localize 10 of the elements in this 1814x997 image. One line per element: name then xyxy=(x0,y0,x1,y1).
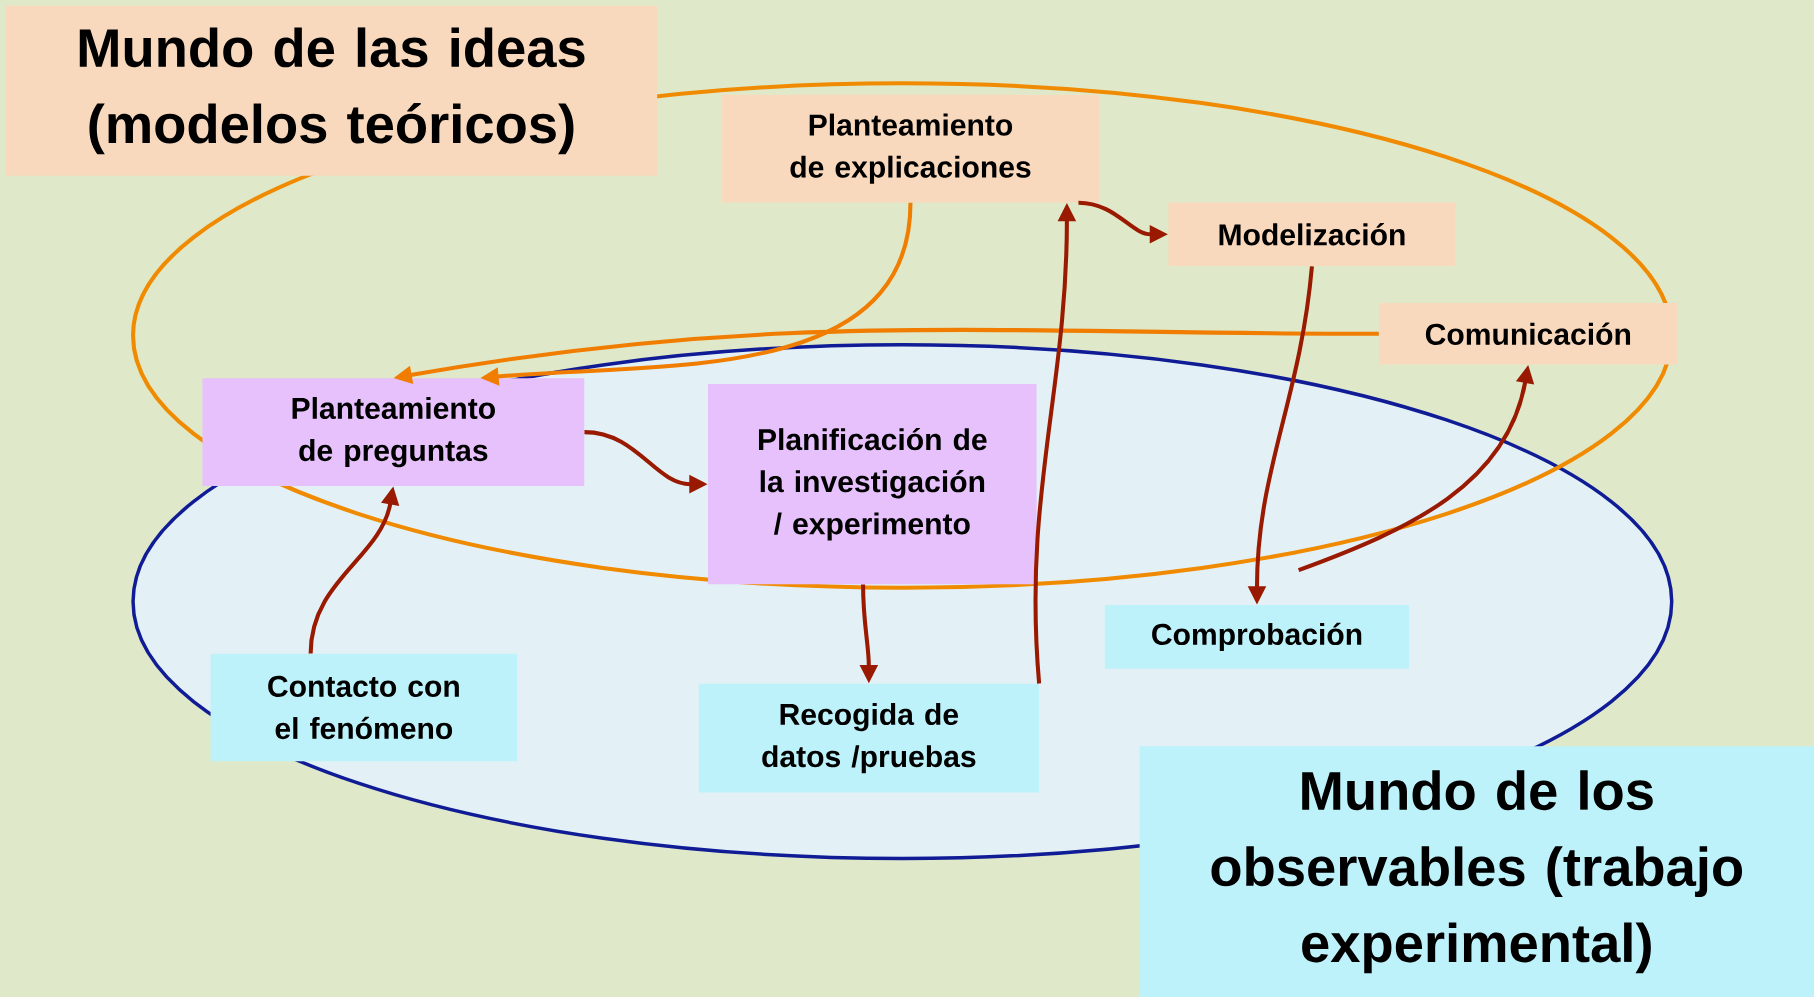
step-box: Contacto con el fenómeno xyxy=(210,653,518,762)
step-box: Planteamiento de explicaciones xyxy=(721,94,1100,203)
step-box: Planificación de la investigación / experimento xyxy=(708,384,1037,585)
step-box: Modelización xyxy=(1168,202,1456,266)
step-box: Comprobación xyxy=(1104,604,1410,669)
step-box: Comunicación xyxy=(1379,303,1678,365)
title-box: Mundo de los observables (trabajo experimental) xyxy=(1139,746,1814,997)
step-box: Planteamiento de preguntas xyxy=(202,378,585,486)
title-box: Mundo de las ideas (modelos teóricos) xyxy=(5,5,658,176)
step-box: Recogida de datos /pruebas xyxy=(698,683,1039,793)
